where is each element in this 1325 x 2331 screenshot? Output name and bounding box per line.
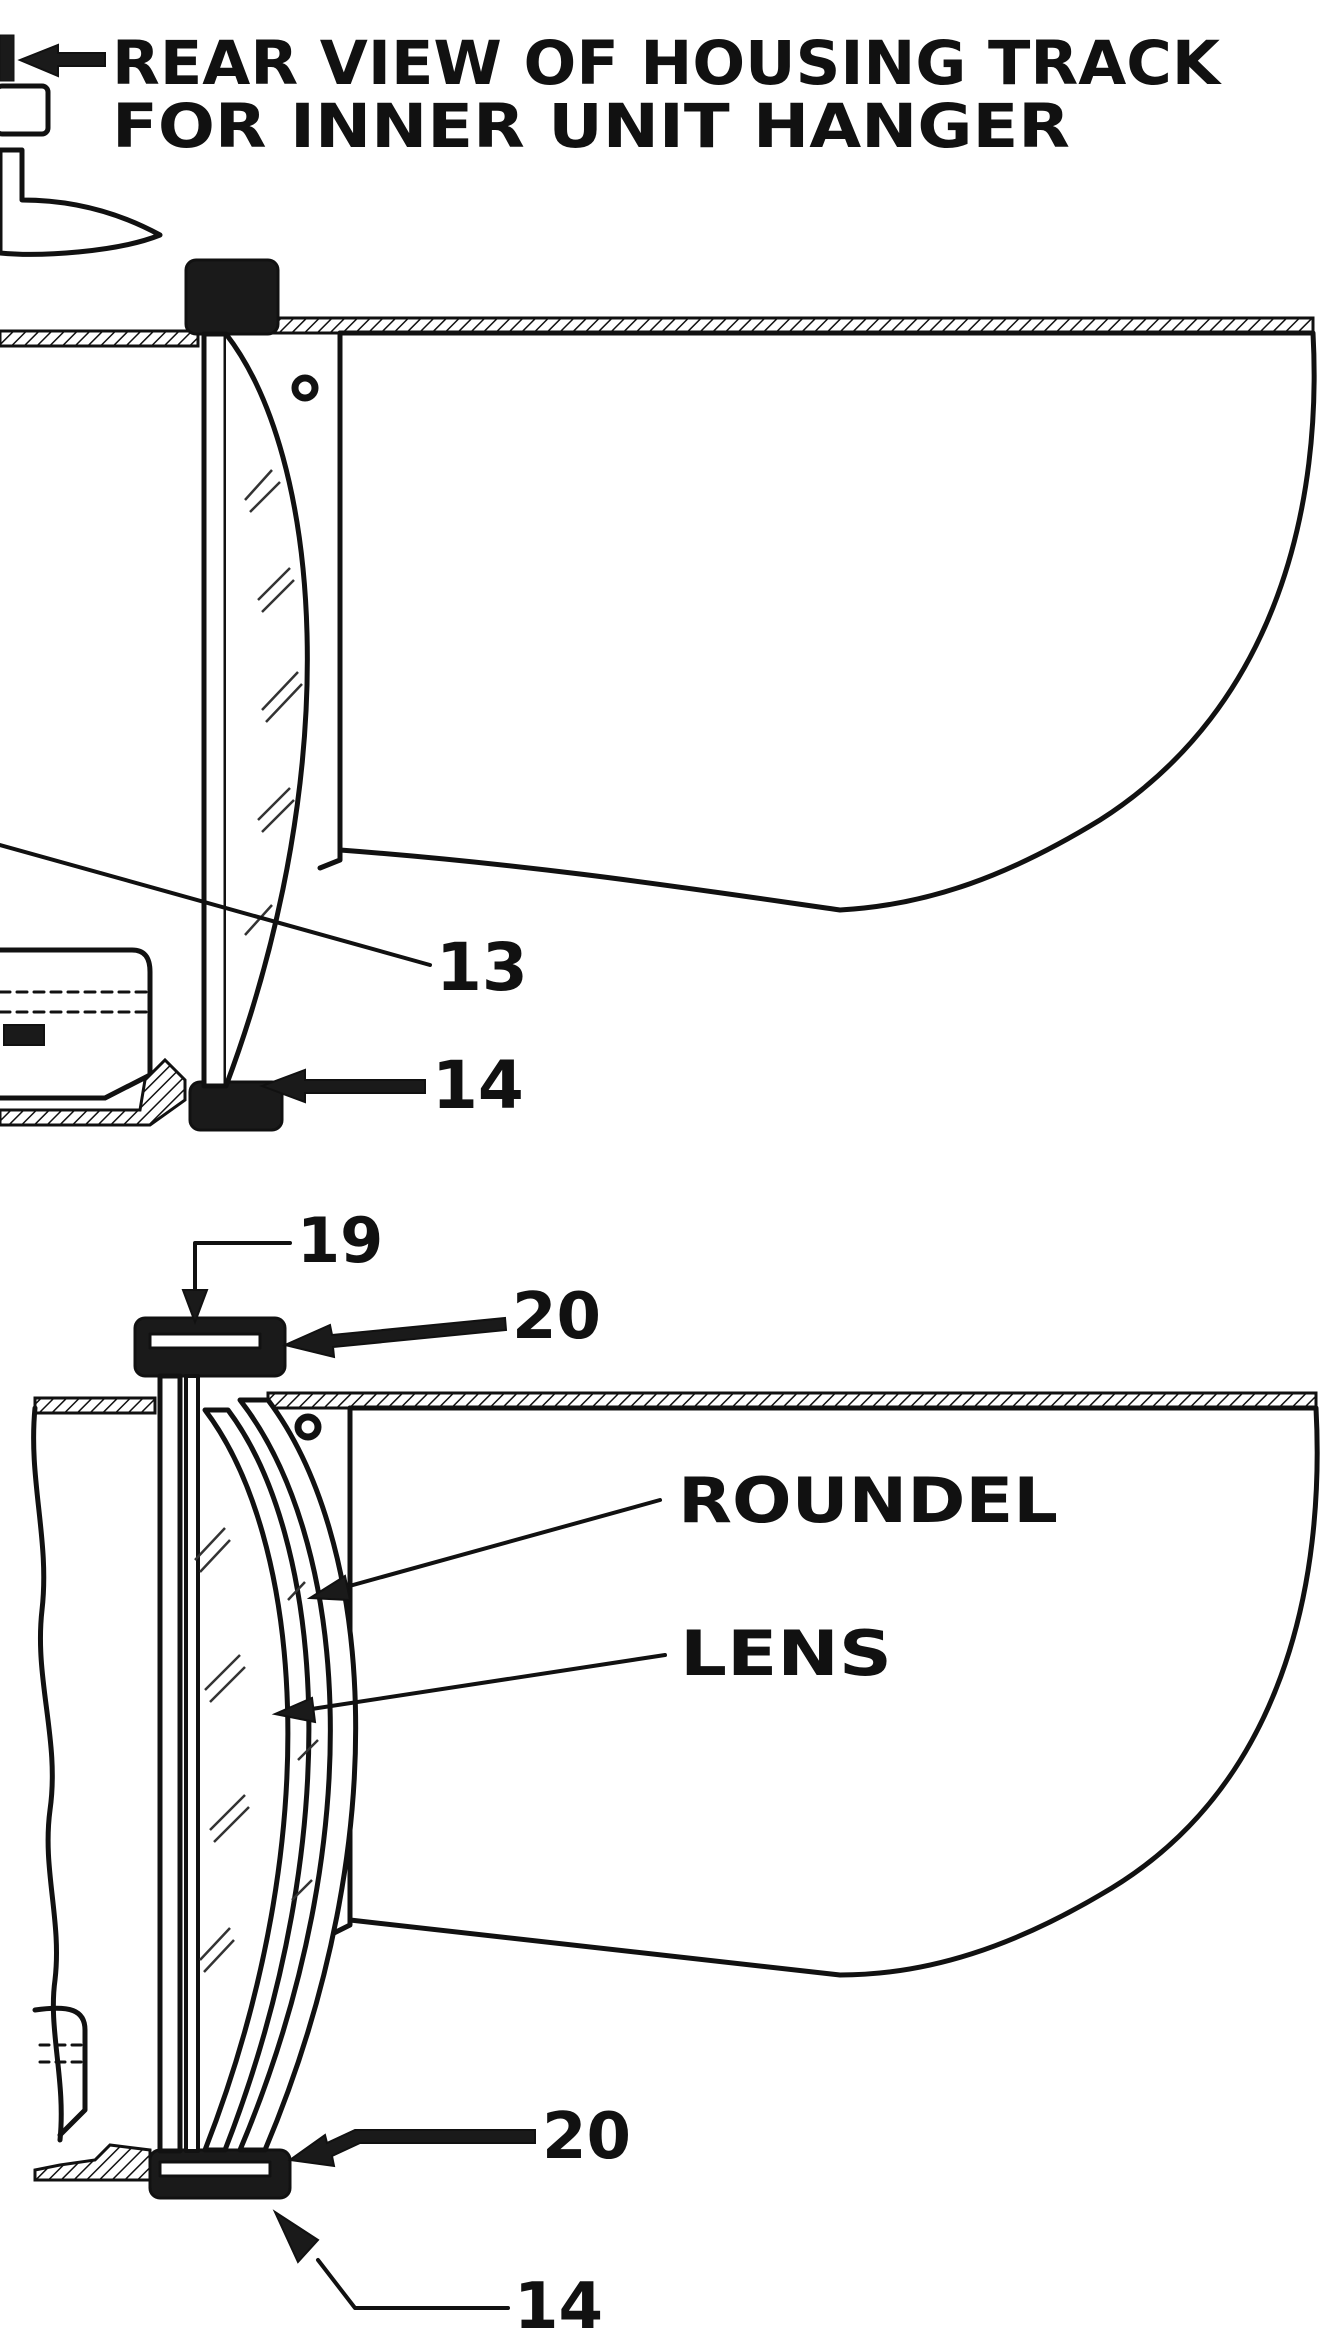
bottom-glass-marks: [194, 1527, 319, 1973]
bottom-19-arrowhead: [181, 1289, 209, 1325]
lens-leader: [303, 1653, 667, 1712]
bottom-14-leader: [316, 2258, 510, 2310]
top-socket-contact: [3, 1024, 45, 1046]
top-lamp-socket: [0, 947, 153, 1101]
top-lens-glass-marks: [244, 469, 303, 936]
label-19: 19: [297, 1204, 383, 1277]
bottom-reflector-body: [347, 1405, 1320, 1978]
roundel-leader: [333, 1498, 662, 1592]
label-13: 13: [436, 929, 528, 1006]
bottom-door-glass-inner: [184, 1374, 200, 2153]
top-14-arrow: [259, 1068, 426, 1104]
top-13-leader: [0, 843, 432, 967]
top-lower-bracket: [0, 1057, 187, 1127]
bottom-door-screw-bottom: [158, 2160, 272, 2178]
header-line-2: FOR INNER UNIT HANGER: [112, 91, 1070, 162]
bottom-20-low-arrow: [287, 2129, 536, 2168]
label-14-bottom: 14: [514, 2270, 603, 2331]
hanger-track-detail: [0, 34, 15, 82]
bottom-lamp-assembly: [31, 1241, 1320, 2310]
lens-arrowhead: [271, 1696, 317, 1724]
top-door-ring-bottom: [188, 1080, 284, 1132]
bottom-lamp-dashes: [38, 2043, 87, 2064]
top-door-ring-top: [184, 258, 280, 336]
top-reflector-body: [337, 330, 1317, 913]
roundel-arrowhead: [306, 1574, 352, 1602]
top-socket-dashes: [0, 990, 152, 1014]
label-20-low: 20: [542, 2100, 631, 2174]
bottom-door-screw-top: [148, 1332, 262, 1350]
top-lamp-assembly: [0, 258, 1317, 1132]
label-roundel: ROUNDEL: [678, 1464, 1058, 1537]
bottom-door-glass: [157, 1373, 183, 2154]
bottom-housing-wall-left: [33, 1396, 157, 1415]
label-lens: LENS: [680, 1617, 892, 1690]
bottom-20-top-arrow: [281, 1316, 508, 1359]
bottom-14-arrowhead: [272, 2209, 320, 2264]
top-hanger-hole: [291, 374, 319, 402]
header-hanger-detail: [0, 34, 163, 257]
bottom-lower-bracket: [33, 2143, 152, 2182]
top-reflector-flange: [317, 330, 343, 871]
bottom-hanger-hole: [294, 1413, 322, 1441]
hanger-bracket: [0, 83, 51, 137]
header-arrow: [17, 43, 106, 78]
bottom-19-leader: [193, 1241, 292, 1307]
header-line-1: REAR VIEW OF HOUSING TRACK: [112, 28, 1223, 99]
top-housing-wall-left: [0, 329, 200, 348]
label-14-top: 14: [432, 1047, 524, 1124]
bottom-reflector-flange: [327, 1405, 353, 1938]
top-door-glass: [201, 331, 229, 1089]
top-lens: [223, 332, 310, 1087]
bottom-lamp-base: [32, 2005, 88, 2138]
bottom-lens: [202, 1407, 312, 2153]
label-20-top: 20: [512, 1280, 601, 1354]
hanger-clip: [0, 147, 163, 257]
bottom-housing-left-wall: [31, 1405, 64, 2143]
